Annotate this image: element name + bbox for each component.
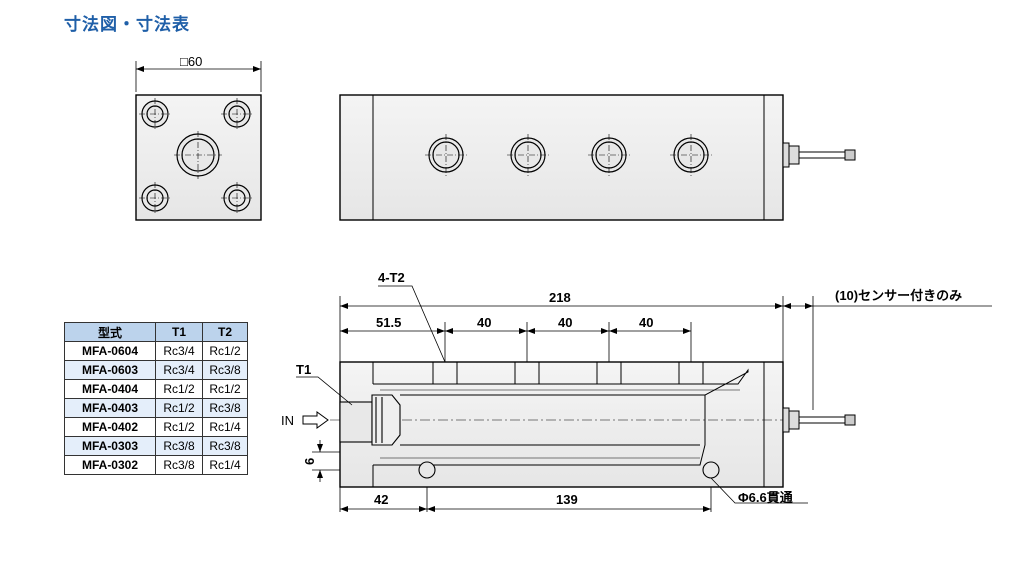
table-cell-t1: Rc1/2 — [155, 398, 203, 418]
table-cell-t2: Rc1/4 — [202, 417, 248, 437]
table-cell-t1: Rc1/2 — [155, 417, 203, 437]
table-row: MFA-0402 Rc1/2 Rc1/4 — [64, 417, 248, 437]
dim-overall-length: 218 — [549, 290, 571, 305]
table-cell-t1: Rc3/4 — [155, 360, 203, 380]
table-cell-t1: Rc3/8 — [155, 436, 203, 456]
table-row: MFA-0403 Rc1/2 Rc3/8 — [64, 398, 248, 418]
table-cell-t1: Rc1/2 — [155, 379, 203, 399]
end-view-size-label: □60 — [180, 54, 202, 69]
end-view — [135, 61, 262, 221]
table-cell-t1: Rc3/8 — [155, 455, 203, 475]
table-row: MFA-0603 Rc3/4 Rc3/8 — [64, 360, 248, 380]
dim-40-third: 40 — [639, 315, 653, 330]
table-cell-t2: Rc3/8 — [202, 360, 248, 380]
page-title: 寸法図・寸法表 — [64, 15, 190, 34]
table-row: MFA-0604 Rc3/4 Rc1/2 — [64, 341, 248, 361]
dim-42: 42 — [374, 492, 388, 507]
table-cell-t2: Rc1/4 — [202, 455, 248, 475]
label-4-t2: 4-T2 — [378, 270, 405, 285]
table-row: MFA-0302 Rc3/8 Rc1/4 — [64, 455, 248, 475]
table-cell-model: MFA-0302 — [64, 455, 156, 475]
table-cell-t1: Rc3/4 — [155, 341, 203, 361]
table-cell-model: MFA-0402 — [64, 417, 156, 437]
label-t1: T1 — [296, 362, 311, 377]
table-row: MFA-0303 Rc3/8 Rc3/8 — [64, 436, 248, 456]
front-view — [339, 94, 856, 221]
dim-sensor-note: (10)センサー付きのみ — [835, 288, 962, 303]
sensor-connector-section — [782, 407, 856, 433]
dim-40-second: 40 — [558, 315, 572, 330]
table-header-model: 型式 — [64, 322, 156, 342]
table-row: MFA-0404 Rc1/2 Rc1/2 — [64, 379, 248, 399]
outlet-ports — [432, 362, 704, 384]
hole-label: Φ6.6貫通 — [738, 490, 793, 505]
dim-40-first: 40 — [477, 315, 491, 330]
spec-table: 型式 T1 T2 MFA-0604 Rc3/4 Rc1/2 MFA-0603 R… — [64, 322, 248, 475]
table-header-row: 型式 T1 T2 — [64, 322, 248, 342]
table-cell-t2: Rc1/2 — [202, 379, 248, 399]
dim-6: 6 — [302, 458, 317, 465]
table-cell-model: MFA-0403 — [64, 398, 156, 418]
table-header-t1: T1 — [155, 322, 203, 342]
table-cell-model: MFA-0404 — [64, 379, 156, 399]
table-cell-t2: Rc3/8 — [202, 398, 248, 418]
dim-51-5: 51.5 — [376, 315, 401, 330]
label-in: IN — [281, 413, 294, 428]
section-view — [296, 285, 992, 512]
table-cell-t2: Rc3/8 — [202, 436, 248, 456]
inlet-fitting — [339, 394, 401, 446]
dim-139: 139 — [556, 492, 578, 507]
table-cell-model: MFA-0603 — [64, 360, 156, 380]
table-cell-model: MFA-0604 — [64, 341, 156, 361]
table-cell-model: MFA-0303 — [64, 436, 156, 456]
table-header-t2: T2 — [202, 322, 248, 342]
table-cell-t2: Rc1/2 — [202, 341, 248, 361]
sensor-connector — [782, 142, 856, 168]
